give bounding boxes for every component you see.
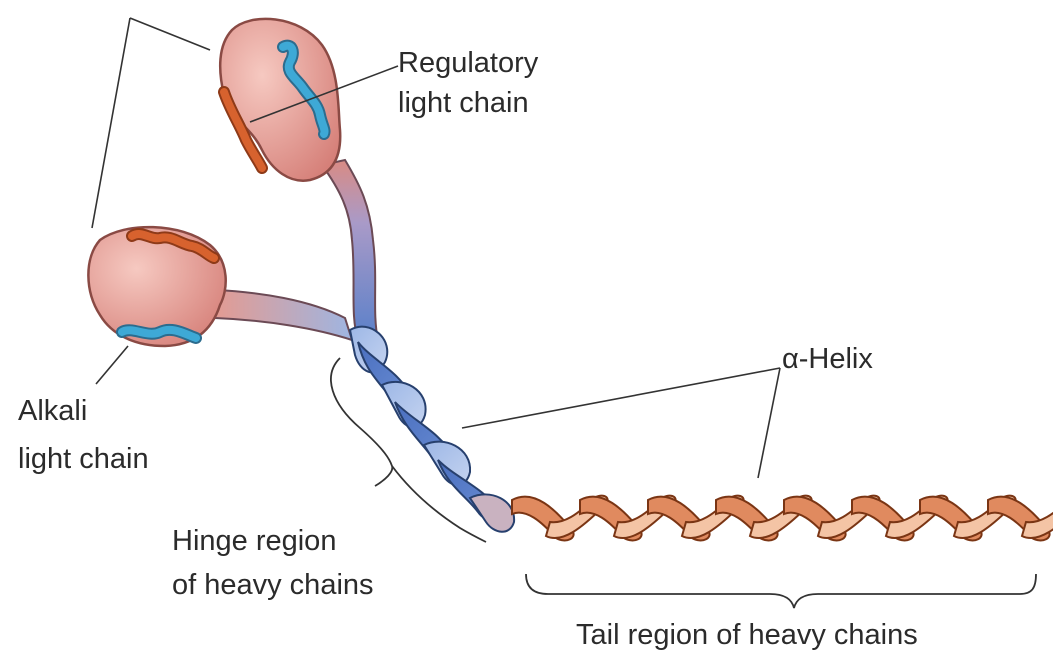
alkali-label-line1: Alkali: [18, 394, 87, 428]
top-leader-line: [130, 18, 210, 50]
tail-bracket: [526, 574, 1036, 608]
alkali-leader-line: [96, 346, 128, 384]
regulatory-label-line1: Regulatory: [398, 46, 538, 80]
lower-neck: [215, 290, 352, 340]
tail-coil: [512, 496, 1053, 541]
hinge-coil: [350, 327, 514, 532]
hinge-label-line1: Hinge region: [172, 524, 336, 558]
regulatory-label-line2: light chain: [398, 86, 529, 120]
top-left-leader-line: [92, 18, 130, 228]
helix-leader-left: [462, 368, 780, 428]
hinge-label-line2: of heavy chains: [172, 568, 374, 602]
helix-leader-right: [758, 368, 780, 478]
alpha-helix-label: α-Helix: [782, 342, 873, 376]
tail-label: Tail region of heavy chains: [576, 618, 918, 652]
alkali-label-line2: light chain: [18, 442, 149, 476]
